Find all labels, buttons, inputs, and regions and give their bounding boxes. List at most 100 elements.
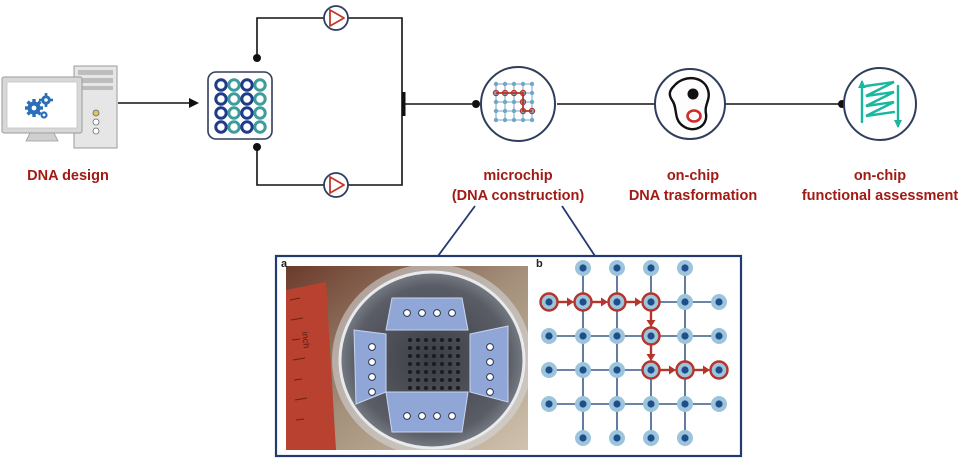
chip-port xyxy=(368,388,376,396)
chip-well xyxy=(408,370,412,374)
chip-well xyxy=(448,338,452,342)
mini-route-node xyxy=(519,107,527,115)
mini-grid-node xyxy=(493,108,499,114)
chip-well xyxy=(408,362,412,366)
chip-well xyxy=(424,378,428,382)
chip-well xyxy=(408,338,412,342)
chip-port xyxy=(368,358,376,366)
chip-well xyxy=(448,370,452,374)
chip-well xyxy=(416,354,420,358)
mini-grid-node xyxy=(502,117,508,123)
route-arrowhead xyxy=(703,365,710,375)
grid-node-core xyxy=(681,434,689,442)
microchip-icon xyxy=(480,66,556,142)
mini-route-node xyxy=(528,107,536,115)
well xyxy=(227,92,241,106)
route-arrowhead xyxy=(669,365,676,375)
chip-port xyxy=(448,412,456,420)
chip-port xyxy=(433,309,441,317)
mini-grid-node xyxy=(529,90,535,96)
chip-well xyxy=(456,346,460,350)
chip-port xyxy=(418,412,426,420)
chip-well xyxy=(456,378,460,382)
mini-grid-node xyxy=(493,81,499,87)
chip-well xyxy=(440,370,444,374)
chip-port xyxy=(486,343,494,351)
chip-well xyxy=(416,338,420,342)
route-arrowhead xyxy=(635,297,642,307)
label-assessment-line2: functional assessment xyxy=(801,188,959,204)
mini-grid-node xyxy=(502,99,508,105)
chip-well xyxy=(440,354,444,358)
chip-well xyxy=(432,362,436,366)
grid-node-core xyxy=(545,400,553,408)
well xyxy=(227,120,241,134)
grid-node-core xyxy=(681,366,689,374)
mini-grid-node xyxy=(529,99,535,105)
label-transformation-line2: DNA trasformation xyxy=(628,188,758,204)
mini-grid-node xyxy=(502,81,508,87)
chip-well xyxy=(408,346,412,350)
grid-node-core xyxy=(613,400,621,408)
chip-well xyxy=(408,354,412,358)
well xyxy=(253,120,267,134)
chip-well xyxy=(432,386,436,390)
label-microchip-line2: (DNA construction) xyxy=(451,188,585,204)
label-microchip: microchip (DNA construction) xyxy=(428,166,608,206)
chip-well xyxy=(424,338,428,342)
well xyxy=(253,78,267,92)
pump-icon xyxy=(323,5,349,31)
route-node xyxy=(539,292,559,312)
chip-well xyxy=(432,370,436,374)
chip-well xyxy=(456,362,460,366)
circuit-helix-icon xyxy=(843,67,917,141)
grid-node-core xyxy=(579,434,587,442)
well xyxy=(214,106,228,120)
mini-grid-node xyxy=(511,99,517,105)
chip-photo: inch xyxy=(286,266,528,450)
ruler-unit: inch xyxy=(300,331,312,348)
zoom-line xyxy=(437,205,476,257)
mini-grid-node xyxy=(502,108,508,114)
grid-node-core xyxy=(579,332,587,340)
grid-node-core xyxy=(647,298,655,306)
grid-node-core xyxy=(613,366,621,374)
parallel-flow-lines xyxy=(256,17,472,186)
chip-well xyxy=(424,370,428,374)
label-microchip-line1: microchip xyxy=(483,168,553,184)
mini-grid-node xyxy=(493,117,499,123)
grid-node-core xyxy=(647,400,655,408)
route-arrowhead xyxy=(567,297,574,307)
chip-port xyxy=(448,309,456,317)
zoom-line xyxy=(561,205,596,257)
chip-port xyxy=(486,373,494,381)
chip-well xyxy=(448,378,452,382)
well-grid xyxy=(214,78,267,134)
chip-well xyxy=(456,386,460,390)
mini-grid-node xyxy=(529,117,535,123)
route-node xyxy=(641,360,661,380)
label-transformation-line1: on-chip xyxy=(666,168,720,184)
label-transformation: on-chip DNA trasformation xyxy=(608,166,778,206)
mini-grid-node xyxy=(520,81,526,87)
grid-node-core xyxy=(647,434,655,442)
well xyxy=(214,120,228,134)
well xyxy=(214,92,228,106)
chip-well xyxy=(448,354,452,358)
chip-well xyxy=(432,346,436,350)
mini-grid-node xyxy=(493,99,499,105)
chip-well xyxy=(456,338,460,342)
route-node xyxy=(573,292,593,312)
grid-node-core xyxy=(579,366,587,374)
mini-grid-node xyxy=(511,81,517,87)
grid-node-core xyxy=(647,332,655,340)
route-arrowhead xyxy=(601,297,608,307)
chip-well xyxy=(432,378,436,382)
well xyxy=(253,106,267,120)
pump-icon xyxy=(323,172,349,198)
grid-node-core xyxy=(715,400,723,408)
chip-well xyxy=(440,362,444,366)
well xyxy=(214,78,228,92)
